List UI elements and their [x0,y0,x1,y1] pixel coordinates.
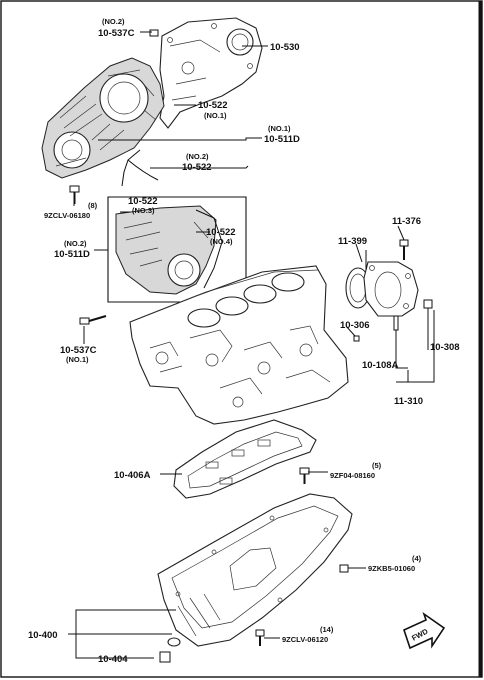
label-qty-5: (5) [372,461,382,470]
label-9zclv-06180: 9ZCLV-06180 [44,211,90,220]
label-no2-c: (NO.2) [64,239,87,248]
plug-10-308-part [423,299,433,309]
label-10-522-no1: 10-522 [198,100,228,111]
label-no2-b: (NO.2) [186,152,209,161]
label-10-537c-top: 10-537C [98,28,135,39]
label-10-522-no4: 10-522 [206,227,236,238]
label-10-530: 10-530 [270,42,300,53]
label-no3: (NO.3) [132,206,155,215]
bolt-9zclv-06120-part [255,629,265,646]
stud-9zf04-08160-part [299,467,310,484]
label-11-376: 11-376 [392,216,421,227]
part-labels: (NO.2) 10-537C 10-530 10-522 (NO.1) (NO.… [28,17,460,665]
bolt-9zclv-06180-part [69,185,80,204]
label-no1-a: (NO.1) [204,111,227,120]
oil-pan-part [157,493,353,647]
drain-plug-10-404-part [159,637,181,663]
label-10-400: 10-400 [28,630,58,641]
label-9zf04-08160: 9ZF04-08160 [330,471,375,480]
label-10-308: 10-308 [430,342,460,353]
label-10-537c-bot: 10-537C [60,345,97,356]
oil-pan-gasket-part [173,419,317,499]
label-no4: (NO.4) [210,237,233,246]
label-10-522-no2: 10-522 [182,162,212,173]
forward-arrow-icon [403,611,446,650]
gasket-no2-tail [127,159,159,181]
dowel-10-108a-part [393,315,399,331]
label-no1-c: (NO.1) [66,355,89,364]
bolt-11-376-part [399,239,409,260]
label-10-511d-no1: 10-511D [264,134,300,145]
leader-lines [68,31,435,659]
gasket-no2-part [121,149,141,187]
label-9zclv-06120: 9ZCLV-06120 [282,635,328,644]
label-10-404: 10-404 [98,654,128,665]
pin-10-306-part [353,335,360,342]
rear-seal-housing-part [363,261,419,317]
label-qty-8: (8) [88,201,98,210]
label-no2-top: (NO.2) [102,17,125,26]
label-10-522-no3: 10-522 [128,196,158,207]
bolt-10-537c-no1-part [79,315,107,325]
label-10-306: 10-306 [340,320,370,331]
label-9zkb5-01060: 9ZKB5-01060 [368,564,415,573]
label-qty-14: (14) [320,625,334,634]
label-11-310: 11-310 [394,396,423,407]
label-10-108a: 10-108A [362,360,399,371]
bolt-10-537c-no2-part [149,29,159,37]
bolt-9zkb5-01060-part [339,564,349,573]
upper-timing-cover-part [41,57,165,179]
label-10-511d-no2: 10-511D [54,249,90,260]
lower-timing-cover-part [115,205,223,295]
label-qty-4: (4) [412,554,422,563]
label-11-399: 11-399 [338,236,367,247]
label-no1-b: (NO.1) [268,124,291,133]
cylinder-block-part [129,265,349,425]
label-10-406a: 10-406A [114,470,151,481]
